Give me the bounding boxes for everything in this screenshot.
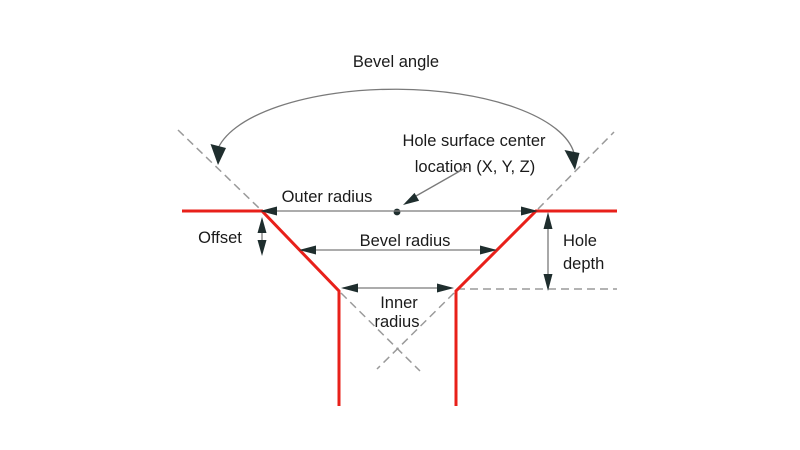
outer-radius-arrowhead-right-icon bbox=[521, 206, 538, 216]
bevel-angle-arc bbox=[216, 88, 575, 154]
inner-radius-label-line2: radius bbox=[375, 313, 420, 331]
profile-left-wall bbox=[182, 209, 341, 406]
bevel-extension-dashed-lower-left bbox=[376, 292, 455, 370]
outer-radius-label: Outer radius bbox=[282, 188, 373, 206]
inner-radius-label-line1: Inner bbox=[380, 294, 418, 312]
dimension-offset: Offset bbox=[198, 217, 267, 256]
hole-center-label-line1: Hole surface center bbox=[402, 132, 546, 150]
bevel-radius-label: Bevel radius bbox=[360, 232, 451, 250]
construction-lines bbox=[177, 129, 617, 372]
bevel-angle-label: Bevel angle bbox=[353, 53, 439, 71]
bevel-extension-dashed-upper-left bbox=[177, 129, 261, 210]
dimension-inner-radius: Inner radius bbox=[341, 283, 454, 331]
inner-radius-arrowhead-left-icon bbox=[341, 283, 358, 293]
hole-depth-label-line2: depth bbox=[563, 255, 604, 273]
offset-label: Offset bbox=[198, 229, 242, 247]
dimension-hole-depth: Hole depth bbox=[543, 212, 604, 291]
hole-center-label-line2: location (X, Y, Z) bbox=[415, 158, 535, 176]
hole-center-pointer-line bbox=[408, 166, 468, 201]
profile-right-wall bbox=[454, 209, 617, 406]
inner-radius-arrowhead-right-icon bbox=[437, 283, 454, 293]
hole-center-annotation: Hole surface center location (X, Y, Z) bbox=[393, 132, 546, 216]
hole-depth-label-line1: Hole bbox=[563, 232, 597, 250]
hole-center-point bbox=[393, 208, 401, 216]
hole-depth-arrowhead-bottom-icon bbox=[543, 274, 553, 291]
bevel-extension-dashed-upper-right bbox=[537, 131, 615, 210]
bevel-radius-arrowhead-left-icon bbox=[299, 245, 316, 255]
bevel-angle-annotation: Bevel angle bbox=[210, 53, 580, 170]
hole-center-pointer-arrowhead-icon bbox=[403, 192, 420, 205]
bevel-radius-arrowhead-right-icon bbox=[480, 245, 497, 255]
dimension-bevel-radius: Bevel radius bbox=[299, 232, 497, 255]
dimension-outer-radius: Outer radius bbox=[260, 188, 538, 216]
hole-depth-arrowhead-top-icon bbox=[543, 212, 553, 229]
bevel-angle-arrowhead-left-icon bbox=[210, 144, 226, 165]
outer-radius-arrowhead-left-icon bbox=[260, 206, 277, 216]
offset-arrowhead-top-icon bbox=[257, 217, 267, 233]
bevel-angle-arrowhead-right-icon bbox=[564, 150, 580, 170]
offset-arrowhead-bottom-icon bbox=[257, 240, 267, 256]
bevel-extension-dashed-lower-right bbox=[340, 292, 421, 372]
hole-profile bbox=[182, 209, 617, 406]
